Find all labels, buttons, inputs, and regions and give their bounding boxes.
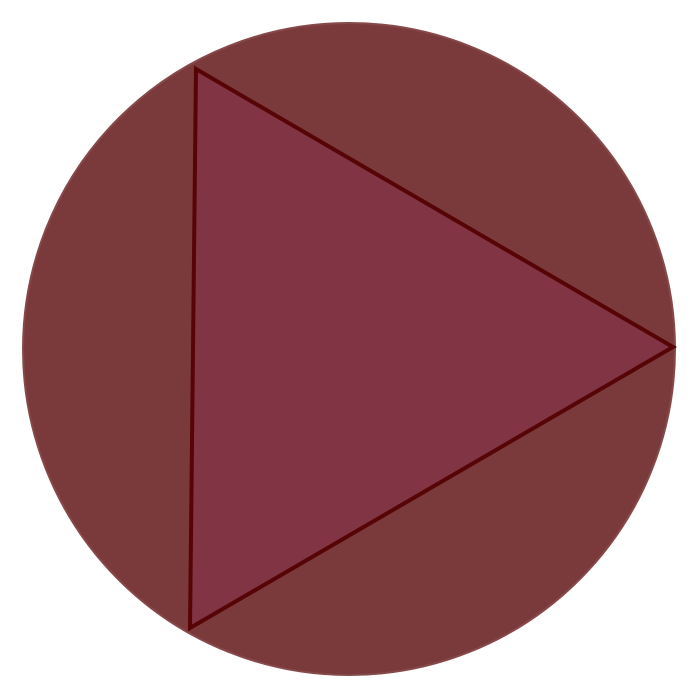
- play-triangle: [187, 65, 677, 632]
